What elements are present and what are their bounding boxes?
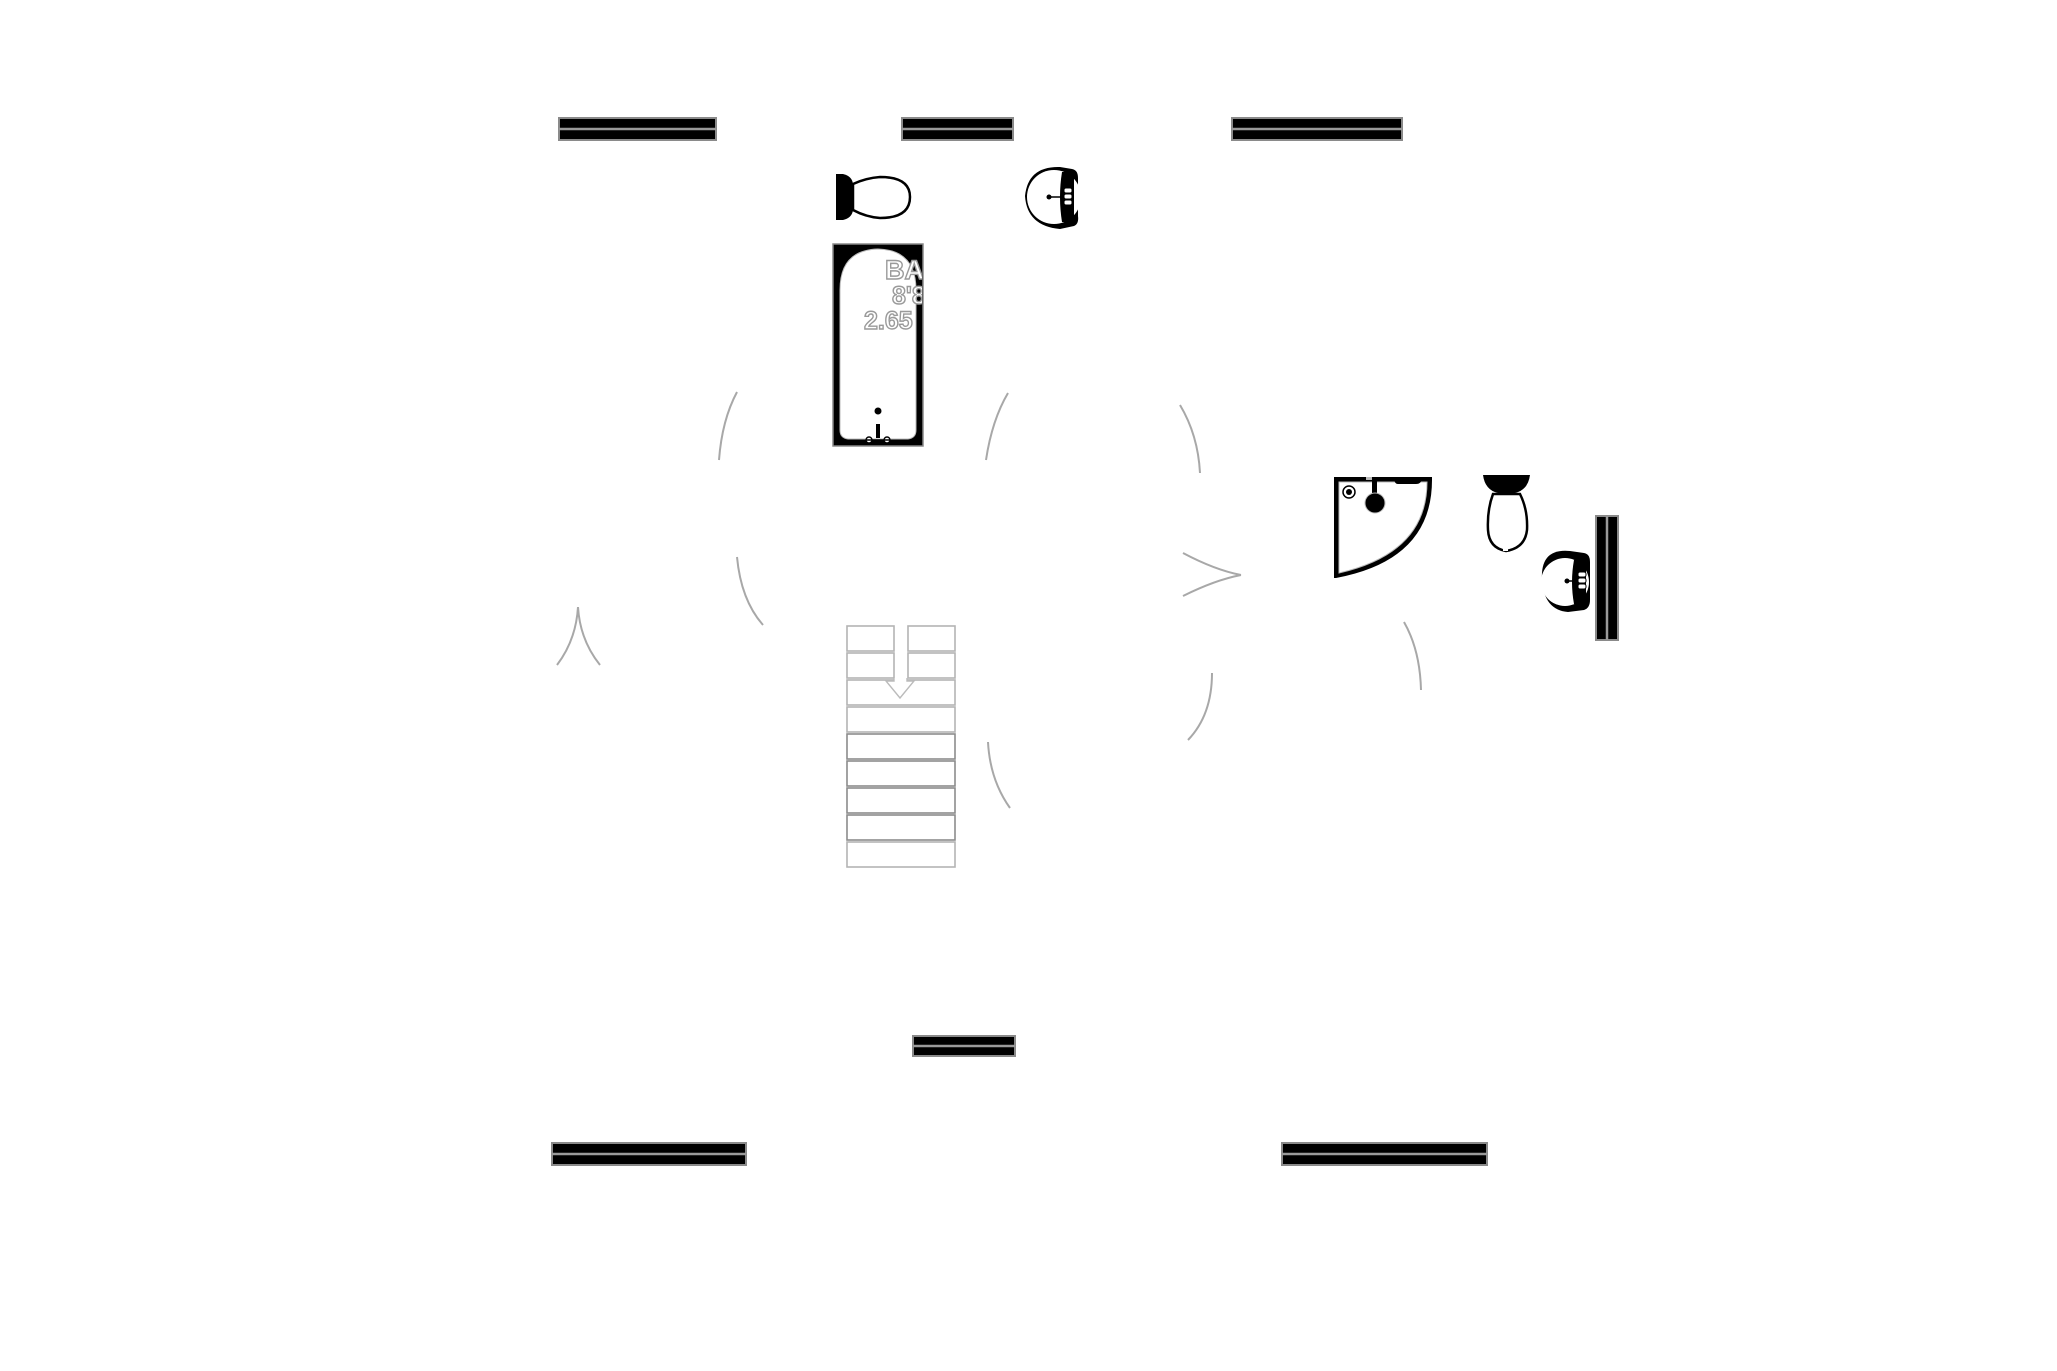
door-arc [987,741,1011,809]
door-arc [985,392,1009,461]
sink-right [1541,550,1590,612]
door-arc [736,556,764,626]
stair-step [846,625,895,652]
bathtub [832,243,924,447]
stair-step [846,760,956,787]
top-wall-left [558,117,717,141]
top-wall-center [901,117,1014,141]
toilet-top [836,174,912,220]
room-label: BA 8'8 2.65 [863,254,926,335]
door-arc [1187,672,1213,741]
toilet-right [1483,475,1530,553]
bottom-wall-left [551,1142,747,1166]
stair-step [907,652,956,679]
bottom-wall-right [1281,1142,1488,1166]
room-dimension-imperial: 8'8 [892,282,926,310]
door-arc-pair [577,606,601,666]
room-dimension-metric: 2.65 [864,307,913,335]
stair-step [907,625,956,652]
door-swing-arcs [556,391,1422,809]
stair-direction-arrow-icon [884,678,916,700]
room-name: BA [885,255,924,285]
door-arc-pair [1182,574,1242,597]
sink-top [1025,166,1081,229]
door-arc-pair [556,606,579,666]
stair-step [846,652,895,679]
stair-step [846,814,956,841]
stair-step [846,787,956,814]
door-arc [1179,404,1201,474]
stair-step [846,841,956,868]
door-arc-pair [1182,552,1242,576]
stair-step [846,733,956,760]
stair-step [846,706,956,733]
door-arc [1403,621,1422,691]
corner-shower [1334,477,1432,578]
inner-wall-center [912,1035,1016,1057]
top-wall-right [1231,117,1403,141]
right-vertical-wall [1595,515,1619,641]
staircase [846,625,956,868]
door-arc [718,391,738,461]
